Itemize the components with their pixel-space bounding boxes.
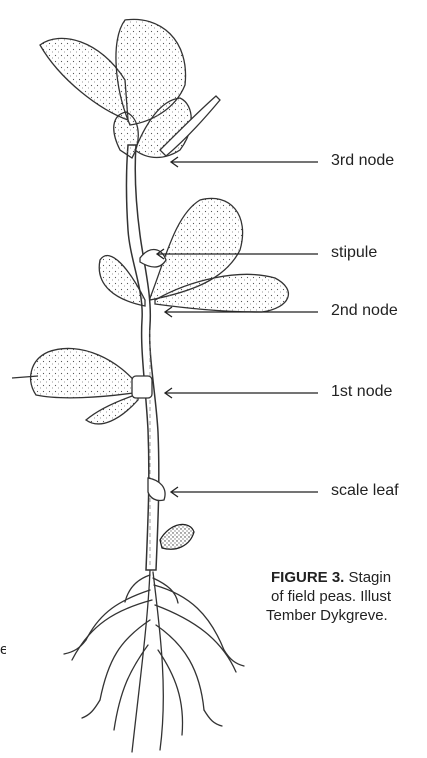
top-leaves [40,19,220,158]
label-first-node: 1st node [331,383,392,401]
label-pointers [157,157,318,497]
caption-line-1: FIGURE 3. Stagin [271,568,391,587]
scale-leaf [148,478,165,501]
stem [127,145,159,570]
caption-line-2: of field peas. Illust [271,587,391,606]
figure-label: FIGURE 3. [271,569,344,586]
first-node-leaves [12,348,152,423]
cotyledon [160,524,194,549]
cropped-text-fragment: e [0,640,6,659]
label-second-node: 2nd node [331,302,398,320]
caption-line-1-text: Stagin [349,569,392,586]
caption-line-3: Tember Dykgreve. [266,606,388,625]
label-scale-leaf: scale leaf [331,482,399,500]
roots [64,570,244,752]
label-third-node: 3rd node [331,152,394,170]
label-stipule: stipule [331,244,377,262]
